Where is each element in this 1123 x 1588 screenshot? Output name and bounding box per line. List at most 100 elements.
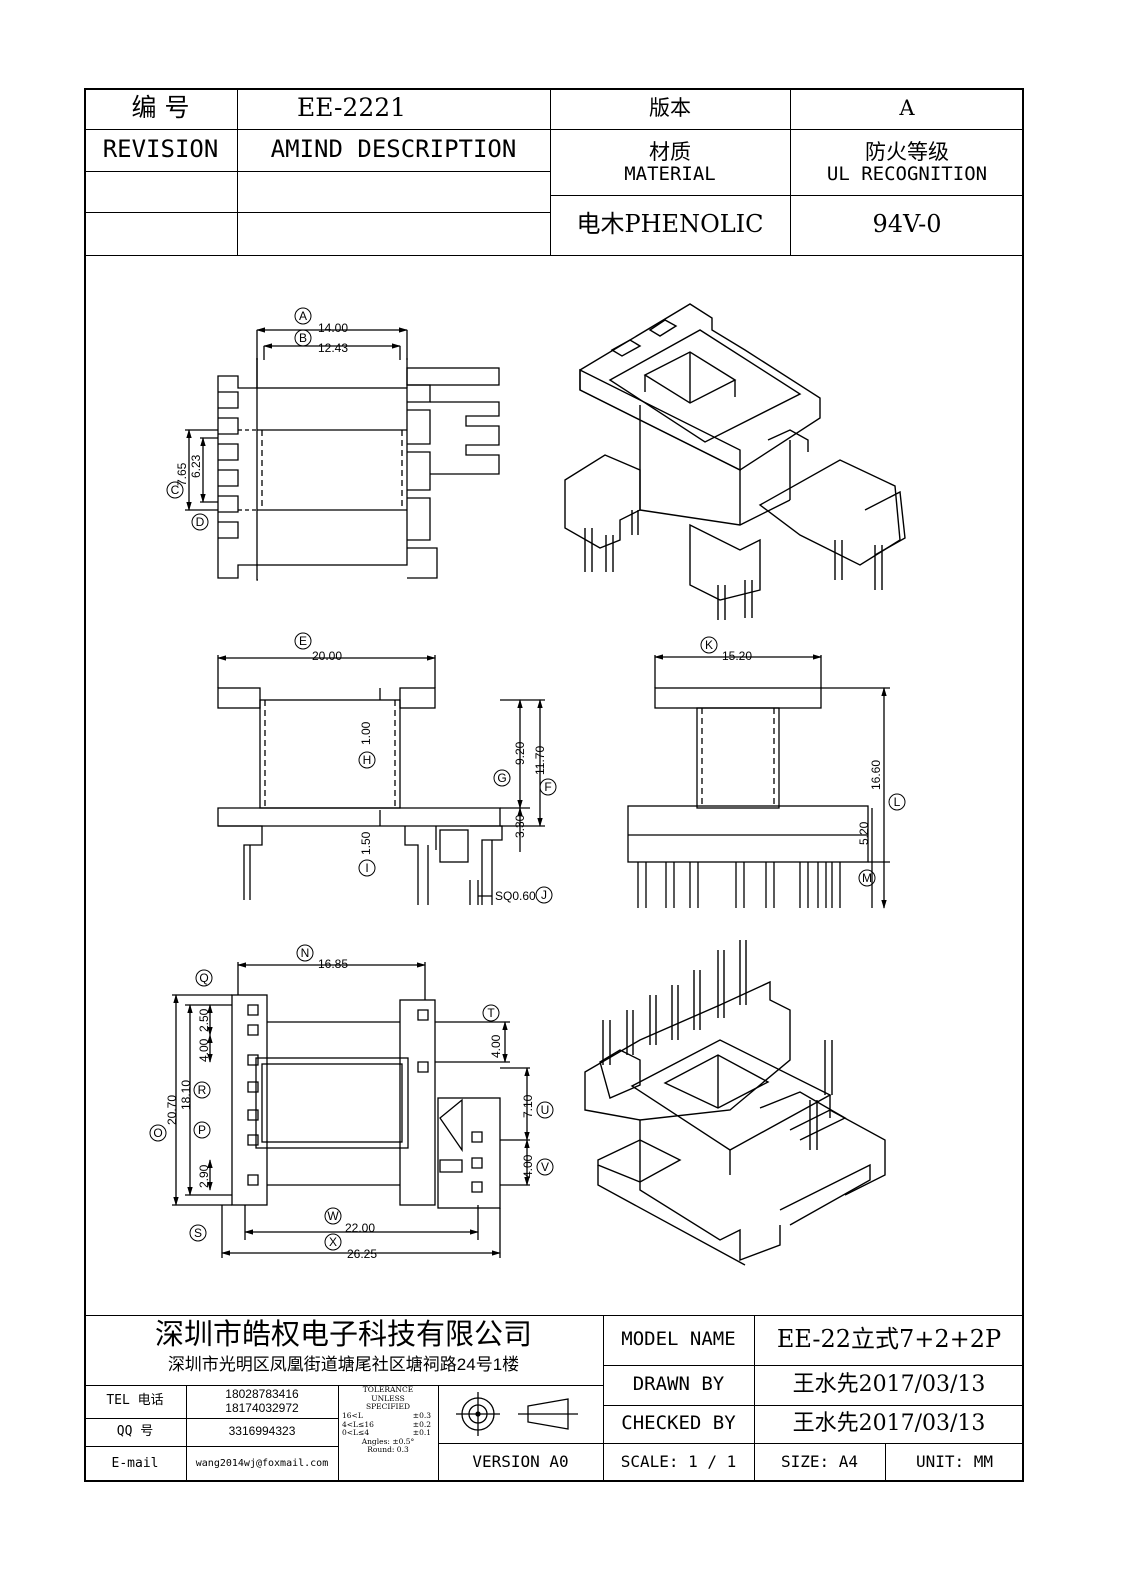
amind-description-label: AMIND DESCRIPTION: [270, 135, 517, 164]
dim-value-m: 5.20: [857, 821, 871, 845]
dim-value-u: 7.10: [521, 1094, 535, 1118]
tel-number-1: 18028783416: [225, 1387, 299, 1402]
dim-value-e: 20.00: [312, 649, 342, 663]
tolerance-title-2: UNLESS: [371, 1393, 405, 1403]
drawn-by-label: DRAWN BY: [632, 1373, 725, 1396]
dim-letter-p: P: [198, 1123, 206, 1137]
dim-value-d: 6.23: [189, 454, 203, 478]
dim-letter-g: G: [497, 771, 506, 785]
dim-value-j: SQ0.60: [495, 889, 536, 903]
company-address: 深圳市光明区凤凰街道塘尾社区塘祠路24号1楼: [167, 1355, 520, 1375]
dim-letter-t: T: [487, 1006, 495, 1020]
bottom-view: [172, 962, 530, 1258]
qq-label: QQ 号: [116, 1423, 154, 1439]
front-view: [217, 655, 545, 905]
dim-value-k: 15.20: [722, 649, 752, 663]
tol-row1-range: 16<L: [342, 1410, 363, 1420]
checked-by-value: 王水先2017/03/13: [792, 1411, 986, 1437]
dim-value-b: 12.43: [318, 341, 348, 355]
dim-letter-k: K: [705, 638, 713, 652]
dim-value-f: 11.70: [533, 746, 547, 775]
dim-letter-f: F: [544, 780, 551, 794]
dim-value-q: 2.50: [197, 1008, 211, 1032]
dim-letter-a: A: [299, 309, 307, 323]
model-name-label: MODEL NAME: [621, 1328, 736, 1351]
company-name: 深圳市皓权电子科技有限公司: [154, 1317, 532, 1352]
dim-value-i: 1.50: [359, 831, 373, 855]
dim-letter-e: E: [299, 634, 307, 648]
iso-view-top: [564, 303, 906, 620]
version-a0: VERSION A0: [472, 1452, 569, 1472]
dim-value-s: 2.90: [197, 1164, 211, 1188]
dim-letter-h: H: [363, 753, 372, 767]
dim-value-p: 18.10: [179, 1080, 193, 1110]
dim-value-c: 7.65: [175, 462, 189, 486]
tol-row2-range: 4<L≤16: [342, 1419, 374, 1429]
dim-value-o: 20.70: [165, 1095, 179, 1125]
tol-row3-value: ±0.1: [412, 1428, 431, 1438]
ul-label-en: UL RECOGNITION: [826, 163, 988, 186]
tol-row3-range: 0<L≤4: [342, 1428, 370, 1438]
tol-row1-value: ±0.3: [412, 1410, 431, 1420]
tel-number-2: 18174032972: [225, 1400, 299, 1415]
size-value: SIZE: A4: [780, 1452, 859, 1472]
tol-angles: Angles: ±0.5°: [361, 1436, 415, 1446]
side-view: [627, 654, 890, 909]
unit-value: UNIT: MM: [915, 1452, 994, 1472]
iso-view-bottom: [584, 940, 886, 1266]
dim-letter-v: V: [541, 1160, 549, 1174]
dim-letter-q: Q: [199, 971, 208, 985]
scale-value: SCALE: 1 / 1: [620, 1452, 737, 1472]
dim-value-n: 16.85: [318, 957, 348, 971]
dim-letter-w: W: [327, 1209, 339, 1223]
dim-value-g: 9.20: [513, 741, 527, 765]
dim-letter-d: D: [196, 515, 205, 529]
dim-letter-j: J: [541, 888, 547, 902]
dim-value-l: 16.60: [869, 760, 883, 790]
dim-letter-u: U: [541, 1103, 550, 1117]
dim-letter-m: M: [862, 871, 872, 885]
email-value: wang2014wj@foxmail.com: [195, 1458, 329, 1470]
drawing-frame: [84, 88, 1024, 1482]
dim-letter-s: S: [194, 1226, 202, 1240]
dim-letter-c: C: [171, 483, 180, 497]
ul-label-cn: 防火等级: [865, 140, 949, 164]
dim-letter-x: X: [329, 1235, 337, 1249]
dim-letter-l: L: [894, 795, 901, 809]
email-label: E-mail: [111, 1455, 159, 1471]
part-number: EE-2221: [297, 93, 407, 123]
tolerance-table: TOLERANCE UNLESS SPECIFIED 16<L ±0.3 4<L…: [339, 1385, 437, 1481]
revision-label: REVISION: [102, 135, 219, 164]
dim-value-r: 4.00: [197, 1038, 211, 1062]
drawn-by-value: 王水先2017/03/13: [792, 1372, 986, 1398]
version-label: 版本: [649, 96, 691, 121]
model-name-value: EE-22立式7+2+2P: [776, 1325, 1002, 1354]
qq-value: 3316994323: [228, 1424, 296, 1439]
dim-letter-r: R: [198, 1083, 207, 1097]
material-label-en: MATERIAL: [624, 163, 716, 186]
tolerance-title-1: TOLERANCE: [362, 1385, 414, 1394]
material-value: 电木PHENOLIC: [576, 210, 764, 239]
dim-value-v: 4.00: [521, 1154, 535, 1178]
dim-value-g2: 3.30: [513, 814, 527, 838]
dim-value-h: 1.00: [359, 721, 373, 745]
material-label-cn: 材质: [649, 140, 691, 164]
dim-value-t: 4.00: [489, 1034, 503, 1058]
top-view: [185, 327, 500, 581]
dim-letter-b: B: [299, 331, 307, 345]
dim-value-w: 22.00: [345, 1221, 375, 1235]
version-value: A: [899, 96, 915, 121]
checked-by-label: CHECKED BY: [621, 1412, 736, 1435]
dim-letter-n: N: [301, 946, 310, 960]
tolerance-title-3: SPECIFIED: [365, 1402, 410, 1412]
dim-value-a: 14.00: [318, 321, 348, 335]
tol-row2-value: ±0.2: [412, 1419, 431, 1429]
tol-round: Round: 0.3: [367, 1445, 409, 1455]
dim-letter-i: I: [365, 861, 368, 875]
dim-value-x: 26.25: [347, 1247, 377, 1261]
dim-letter-o: O: [153, 1126, 162, 1140]
ul-value: 94V-0: [872, 210, 942, 239]
tel-label: TEL 电话: [106, 1393, 164, 1409]
projection-symbol-icon: [456, 1392, 578, 1436]
